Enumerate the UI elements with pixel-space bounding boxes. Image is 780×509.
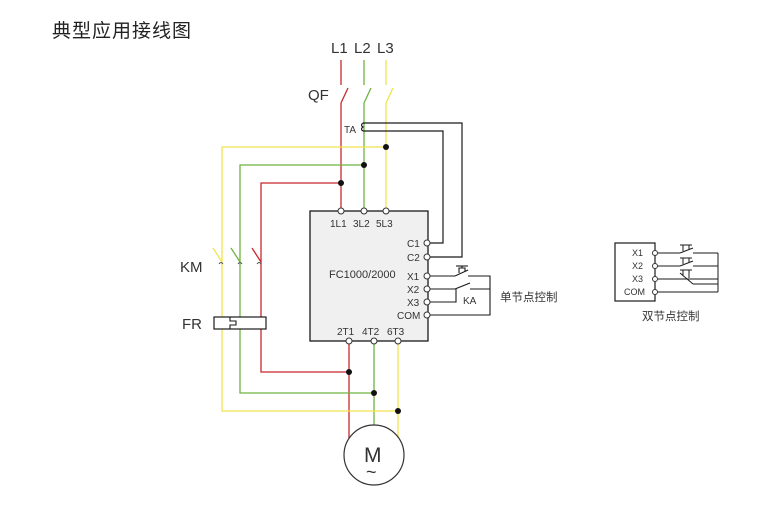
terminal-3l2: 3L2 — [353, 219, 370, 230]
terminal-4t2: 4T2 — [362, 327, 380, 338]
relay-ka-label: KA — [463, 296, 477, 307]
inverter-model: FC1000/2000 — [329, 269, 396, 281]
contactor-label: KM — [180, 259, 203, 276]
control-terminal-circles — [423, 239, 431, 319]
input-terminal-circles — [337, 207, 390, 215]
ct-label: TA — [344, 125, 356, 136]
double-terminal-x3: X3 — [632, 274, 643, 284]
terminal-1l1: 1L1 — [330, 219, 347, 230]
double-terminal-x1: X1 — [632, 248, 643, 258]
inverter-box — [309, 210, 429, 342]
double-terminal-x2: X2 — [632, 261, 643, 271]
terminal-5l3: 5L3 — [376, 219, 393, 230]
single-contact-caption: 单节点控制 — [500, 290, 558, 304]
breaker-label: QF — [308, 87, 329, 104]
phase-label-l3: L3 — [377, 40, 394, 57]
terminal-c2: C2 — [407, 253, 420, 264]
phase-l3-wire — [212, 60, 399, 440]
single-contact-circuit — [430, 265, 491, 316]
motor-label: M — [364, 444, 382, 467]
double-terminal-circles — [652, 250, 658, 295]
current-transformer-ta — [360, 122, 463, 258]
thermal-relay-fr — [213, 316, 267, 330]
junction-dots — [338, 144, 401, 414]
double-terminal-com: COM — [624, 287, 645, 297]
terminal-x1: X1 — [407, 272, 420, 283]
thermal-relay-label: FR — [182, 316, 202, 333]
page-title: 典型应用接线图 — [52, 20, 193, 42]
double-contact-caption: 双节点控制 — [642, 309, 700, 323]
phase-label-l2: L2 — [354, 40, 371, 57]
phase-l1-wire — [251, 60, 350, 440]
terminal-2t1: 2T1 — [337, 327, 355, 338]
contactor-km — [218, 262, 262, 265]
double-contact-circuit — [658, 244, 719, 293]
phase-l2-wire — [230, 60, 375, 426]
motor-ac-symbol: ~ — [366, 462, 377, 482]
terminal-x3: X3 — [407, 298, 420, 309]
terminal-c1: C1 — [407, 239, 420, 250]
terminal-6t3: 6T3 — [387, 327, 405, 338]
phase-label-l1: L1 — [331, 40, 348, 57]
terminal-x2: X2 — [407, 285, 420, 296]
output-terminal-circles — [345, 337, 402, 345]
double-contact-box — [614, 242, 656, 302]
terminal-com: COM — [397, 311, 420, 322]
motor-symbol — [343, 424, 405, 486]
